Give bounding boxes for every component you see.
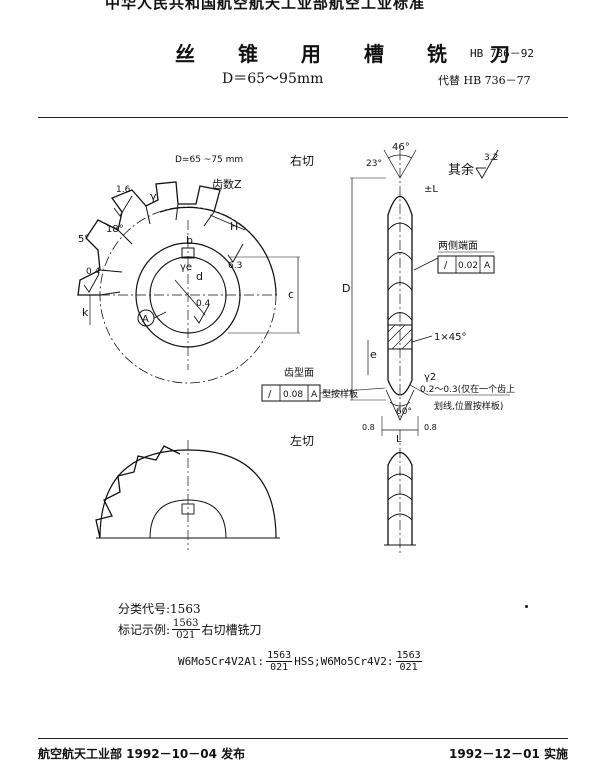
roughness-0-4-a: 0.4 bbox=[86, 267, 101, 277]
right-cut-side-view bbox=[261, 149, 510, 436]
example-label: 标记示例: bbox=[118, 623, 171, 637]
tol-symbol-2: / bbox=[268, 389, 272, 400]
tol-datum-A-1: A bbox=[484, 261, 491, 271]
standard-number: HB 736－92 bbox=[470, 47, 534, 60]
document-title: 丝 锥 用 槽 铣 刀 bbox=[175, 42, 528, 66]
rest-roughness-label: 其余 bbox=[448, 162, 474, 178]
example-denominator: 021 bbox=[176, 630, 196, 641]
classification-code: 分类代号:1563 bbox=[118, 602, 201, 616]
dot-mark bbox=[525, 605, 528, 608]
material-2-fraction: 1563 021 bbox=[395, 650, 422, 673]
roughness-1-6: 1.6 bbox=[116, 185, 131, 195]
issued-date: 航空航天工业部 1992－10－04 发布 bbox=[38, 747, 246, 761]
symbol-gamma: γ bbox=[150, 190, 157, 203]
symbol-b: b bbox=[186, 234, 193, 247]
symbol-e: e bbox=[370, 348, 377, 361]
example-numerator: 1563 bbox=[172, 618, 200, 630]
roughness-3-2: 3.2 bbox=[484, 153, 498, 163]
chamfer-label: 1×45° bbox=[434, 332, 466, 343]
symbol-gamma-e: γe bbox=[180, 262, 192, 273]
angle-23: 23° bbox=[366, 159, 382, 169]
symbol-gamma-2: γ2 bbox=[424, 372, 436, 383]
right-cut-front-view bbox=[77, 181, 300, 384]
material-2-denominator: 021 bbox=[399, 662, 418, 673]
symbol-d: d bbox=[196, 270, 203, 283]
symbol-k: k bbox=[82, 306, 89, 319]
footer-rule bbox=[38, 738, 568, 739]
header-rule bbox=[38, 117, 568, 118]
roughness-0-4-b: 0.4 bbox=[196, 299, 211, 309]
material-1-numerator: 1563 bbox=[266, 650, 293, 662]
example-fraction: 1563 021 bbox=[172, 618, 200, 641]
range-note: D=65 ~75 mm bbox=[175, 155, 243, 165]
roughness-6-3: 6.3 bbox=[228, 261, 242, 271]
material-marking: W6Mo5Cr4V2Al: 1563 021 HSS;W6Mo5Cr4V2: 1… bbox=[178, 650, 422, 673]
symbol-H: H bbox=[230, 220, 238, 233]
tol-datum-A-2: A bbox=[311, 390, 318, 400]
material-1-fraction: 1563 021 bbox=[266, 650, 293, 673]
per-template-label: 型按样板 bbox=[322, 388, 358, 400]
symbol-L: L bbox=[396, 434, 402, 445]
profile-face-label: 齿型面 bbox=[284, 366, 314, 379]
angle-60: 60° bbox=[396, 407, 412, 417]
tol-0-02: 0.02 bbox=[458, 261, 478, 271]
symbol-c: c bbox=[288, 288, 294, 301]
angle-46: 46° bbox=[392, 142, 410, 153]
left-cut-label: 左切 bbox=[290, 433, 314, 448]
replaces-standard: 代替 HB 736－77 bbox=[438, 74, 531, 87]
cutter-drawing: D=65 ~75 mm 右切 左切 齿数Z 其余 3.2 1.6 6.3 0.4… bbox=[77, 142, 515, 555]
left-cut-side-view bbox=[384, 430, 416, 555]
marking-example: 标记示例: 1563 021 右切槽铣刀 bbox=[118, 618, 262, 641]
angle-5: 5° bbox=[78, 234, 89, 245]
example-text: 右切槽铣刀 bbox=[201, 623, 262, 637]
tol-symbol-1: / bbox=[444, 260, 448, 271]
teeth-label: 齿数Z bbox=[212, 178, 242, 191]
tolerance-plus-L: ±L bbox=[424, 184, 438, 195]
detail-A: A bbox=[142, 314, 149, 325]
note-line-1: 0.2～0.3(仅在一个齿上 bbox=[420, 383, 515, 395]
material-1-denominator: 021 bbox=[270, 662, 289, 673]
material-2-numerator: 1563 bbox=[395, 650, 422, 662]
document-subtitle: D＝65～95mm bbox=[222, 71, 324, 87]
effective-date: 1992－12－01 实施 bbox=[449, 747, 568, 761]
right-cut-label: 右切 bbox=[290, 153, 314, 168]
left-cut-front-view bbox=[95, 440, 280, 550]
angle-18: 18° bbox=[106, 224, 124, 235]
both-faces-label: 两侧端面 bbox=[438, 239, 478, 252]
symbol-D: D bbox=[342, 282, 350, 295]
radius-0-8-a: 0.8 bbox=[362, 423, 375, 432]
note-line-2: 划线,位置按样板) bbox=[434, 400, 503, 412]
material-2: HSS;W6Mo5Cr4V2: bbox=[294, 655, 394, 668]
radius-0-8-b: 0.8 bbox=[424, 423, 437, 432]
issuer-title: 中华人民共和国航空航天工业部航空工业标准 bbox=[105, 0, 426, 12]
tol-0-08: 0.08 bbox=[283, 390, 303, 400]
material-1: W6Mo5Cr4V2Al: bbox=[178, 655, 265, 668]
